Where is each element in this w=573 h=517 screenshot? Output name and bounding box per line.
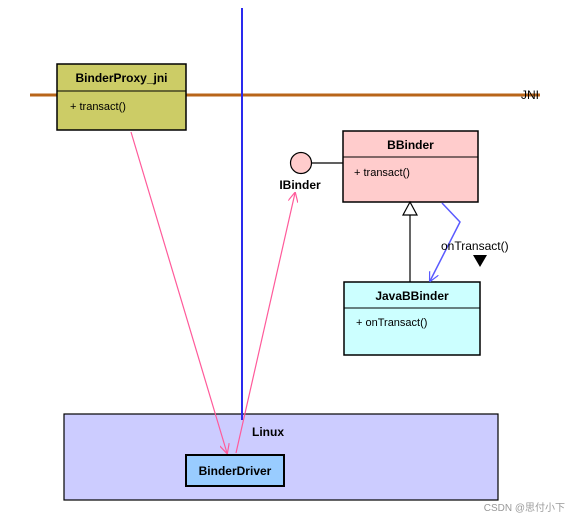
ontransact-label: onTransact()	[441, 239, 509, 253]
direction-triangle-icon	[473, 255, 487, 267]
class-javabbinder: JavaBBinder + onTransact()	[343, 281, 481, 356]
class-bbinder-name: BBinder	[387, 138, 434, 152]
ontransact-call-arrow	[430, 202, 461, 281]
class-binderproxy-jni-name: BinderProxy_jni	[75, 71, 167, 85]
proxy-to-driver-arrow	[130, 131, 227, 453]
ibinder-interface-icon	[289, 151, 313, 175]
class-javabbinder-member: + onTransact()	[356, 317, 427, 329]
class-binderproxy-jni-member: + transact()	[70, 101, 126, 113]
ibinder-label: IBinder	[279, 178, 321, 192]
driver-to-ibinder-arrow	[235, 193, 295, 454]
class-javabbinder-name: JavaBBinder	[375, 289, 449, 303]
class-binderproxy-jni: BinderProxy_jni + transact()	[56, 63, 187, 131]
binder-driver-box	[185, 454, 285, 487]
jni-label: JNI	[521, 88, 539, 102]
watermark: CSDN @思付小下	[484, 501, 565, 514]
class-bbinder-member: + transact()	[354, 167, 410, 179]
inheritance-triangle-icon	[401, 200, 419, 216]
binder-driver-label: BinderDriver	[199, 464, 272, 478]
linux-label: Linux	[252, 425, 284, 439]
class-bbinder: BBinder + transact()	[342, 130, 479, 203]
